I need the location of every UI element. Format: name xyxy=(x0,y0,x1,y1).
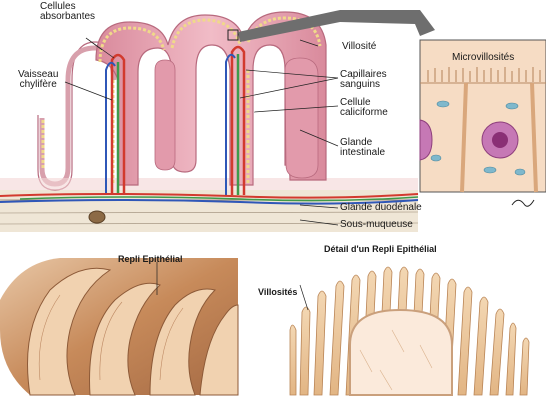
label-villosites: Villosités xyxy=(258,287,297,297)
label-capillaires-sanguins: Capillaires sanguins xyxy=(340,70,387,90)
label-cellules-absorbantes: Cellules absorbantes xyxy=(40,2,95,22)
fold-core xyxy=(350,310,452,395)
label-glande-duodenale: Glande duodénale xyxy=(340,203,422,213)
intestinal-gland-crypt xyxy=(155,60,175,170)
label-line: intestinale xyxy=(340,148,385,158)
duodenal-gland xyxy=(89,211,105,223)
label-line: caliciforme xyxy=(340,108,388,118)
artist-signature xyxy=(512,200,534,206)
label-glande-intestinale: Glande intestinale xyxy=(340,138,385,158)
label-cellule-caliciforme: Cellule caliciforme xyxy=(340,98,388,118)
fold-detail-panel xyxy=(290,267,529,395)
label-sous-muqueuse: Sous-muqueuse xyxy=(340,220,413,230)
label-detail-repli: Détail d'un Repli Epithélial xyxy=(324,244,437,254)
label-vaisseau-chylifere: Vaisseau chylifère xyxy=(18,70,58,90)
label-repli-epithelial: Repli Epithélial xyxy=(118,254,183,264)
epithelial-fold-panel xyxy=(0,258,238,395)
label-line: sanguins xyxy=(340,80,387,90)
label-line: absorbantes xyxy=(40,12,95,22)
microvilli-inset xyxy=(420,40,546,206)
label-microvillosites: Microvillosités xyxy=(452,53,514,63)
label-line: chylifère xyxy=(18,80,58,90)
label-villosite: Villosité xyxy=(342,42,376,52)
